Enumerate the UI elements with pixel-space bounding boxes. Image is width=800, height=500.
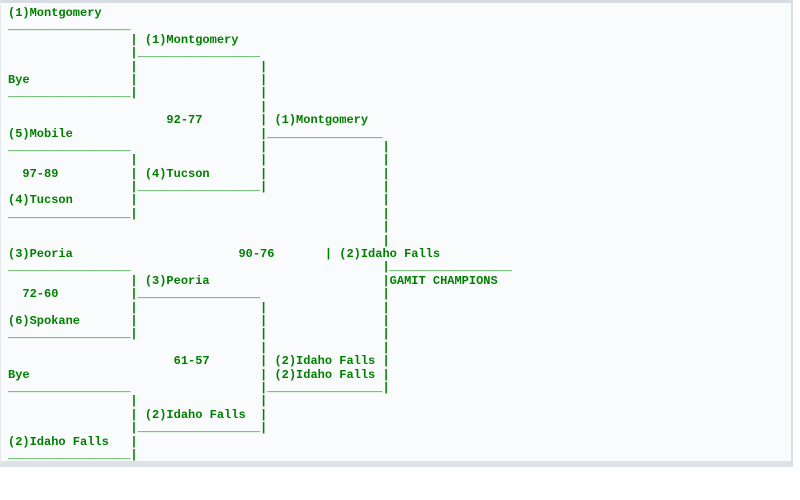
bracket-row: | (3)Peoria |GAMIT CHAMPIONS xyxy=(8,273,498,288)
bracket-row: | | xyxy=(8,340,390,355)
bracket-row: (4)Tucson | | xyxy=(8,193,390,208)
bracket-row: (6)Spokane | | | xyxy=(8,313,390,328)
bracket-panel: (1)Montgomery _________________ | (1)Mon… xyxy=(0,0,793,467)
bracket-row: (2)Idaho Falls | xyxy=(8,434,138,449)
bracket-row: _________________| | xyxy=(8,86,268,101)
bracket-row: | (1)Montgomery xyxy=(8,32,239,47)
bracket-row: _________________| | | xyxy=(8,327,390,342)
bracket-row: _________________| xyxy=(8,447,138,462)
bracket-row: | xyxy=(8,233,390,248)
bracket-row: Bye | (2)Idaho Falls | xyxy=(8,367,390,382)
bracket-row: 92-77 | (1)Montgomery xyxy=(8,113,369,128)
bracket-row: | | xyxy=(8,394,268,409)
bracket-row: _________________| | xyxy=(8,206,390,221)
bracket-row: | xyxy=(8,220,390,235)
bracket-row: 97-89 | (4)Tucson | | xyxy=(8,166,390,181)
bracket-row: | | xyxy=(8,59,268,74)
bracket-row: (1)Montgomery xyxy=(8,6,102,20)
bracket-row: | | | xyxy=(8,153,390,168)
bracket-row: 61-57 | (2)Idaho Falls | xyxy=(8,354,390,369)
tournament-bracket: (1)Montgomery _________________ | (1)Mon… xyxy=(1,3,791,462)
bracket-row: |_________________| | xyxy=(8,180,390,195)
bracket-row: | (2)Idaho Falls | xyxy=(8,407,268,422)
bracket-row: (5)Mobile |________________ xyxy=(8,126,383,141)
bracket-row: |_________________| xyxy=(8,421,268,436)
bracket-row: | | | xyxy=(8,300,390,315)
bracket-row: | xyxy=(8,99,268,114)
bracket-row: _________________ |_________________ xyxy=(8,260,513,275)
bracket-row: (3)Peoria 90-76 | (2)Idaho Falls xyxy=(8,247,441,262)
bracket-row: _________________ | | xyxy=(8,139,390,154)
bracket-row: 72-60 |_________________ | xyxy=(8,287,390,302)
bracket-row: Bye | | xyxy=(8,72,268,87)
bracket-row: _________________ xyxy=(8,19,131,34)
bracket-row: |_________________ xyxy=(8,46,261,61)
bracket-row: _________________ |________________| xyxy=(8,380,390,395)
